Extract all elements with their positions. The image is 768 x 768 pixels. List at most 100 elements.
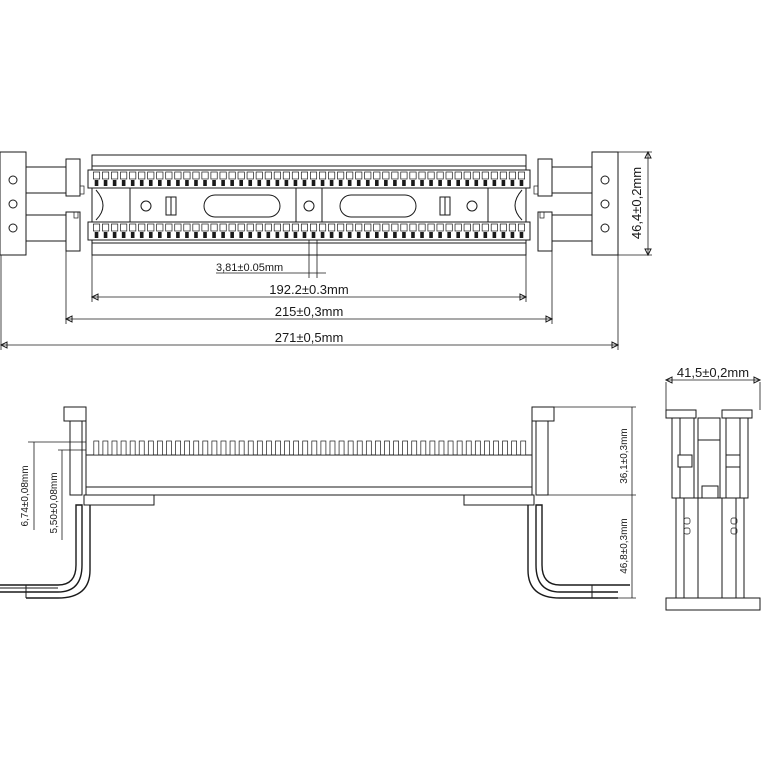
contact-terminal xyxy=(481,171,489,180)
contact-terminal xyxy=(364,223,372,232)
contact-slot xyxy=(148,232,153,238)
label-slot-right xyxy=(339,194,417,218)
contact-terminal xyxy=(147,223,155,232)
front-contact-pin xyxy=(138,440,145,456)
contact-terminal xyxy=(138,171,146,180)
contact-terminal xyxy=(147,171,155,180)
contact-terminal xyxy=(120,223,128,232)
front-contact-row xyxy=(93,440,527,456)
contact-slot xyxy=(365,232,370,238)
contact-terminal xyxy=(129,223,137,232)
contact-slot xyxy=(130,180,135,186)
lower-height-dimension: 46,8±0,3mm xyxy=(619,518,630,574)
contact-slot xyxy=(94,180,99,186)
contact-terminal xyxy=(346,223,354,232)
contact-slot xyxy=(103,180,108,186)
contact-row-bottom xyxy=(93,223,525,238)
contact-terminal xyxy=(201,171,209,180)
contact-terminal xyxy=(102,223,110,232)
contact-slot xyxy=(338,232,343,238)
contact-slot xyxy=(112,232,117,238)
contact-slot xyxy=(347,232,352,238)
right-bracket-hole-2 xyxy=(600,199,610,209)
left-bracket-plate xyxy=(0,151,27,256)
contact-slot xyxy=(194,232,198,238)
contact-terminal xyxy=(264,223,272,232)
contact-terminal xyxy=(291,223,299,232)
upper-height-dimension: 36,1±0,3mm xyxy=(619,428,630,484)
contact-terminal xyxy=(120,171,128,180)
offset-b-dimension: 5,50±0,08mm xyxy=(49,472,60,533)
contact-slot xyxy=(257,232,262,238)
side-view: 41,5±0,2mm xyxy=(664,365,762,611)
contact-slot xyxy=(248,232,253,238)
contact-slot xyxy=(121,232,126,238)
contact-terminal xyxy=(282,171,290,180)
contact-terminal xyxy=(210,171,218,180)
front-contact-pin xyxy=(302,440,309,456)
contact-slot xyxy=(176,232,180,238)
contact-slot xyxy=(284,232,289,238)
contact-terminal xyxy=(264,171,272,180)
contact-slot xyxy=(94,232,99,238)
contact-terminal xyxy=(210,223,218,232)
contact-terminal xyxy=(445,171,453,180)
contact-slot xyxy=(239,180,243,186)
contact-slot xyxy=(402,232,406,238)
contact-terminal xyxy=(346,171,354,180)
contact-terminal xyxy=(237,223,245,232)
front-contact-pin xyxy=(520,440,527,456)
contact-terminal xyxy=(463,223,471,232)
contact-slot xyxy=(311,232,316,238)
contact-slot xyxy=(185,180,189,186)
top-view: 3,81±0.05mm 192.2±0.3mm 215±0,3mm 271±0,… xyxy=(0,150,652,350)
front-contact-pin xyxy=(211,440,218,456)
top-height-dimension: 46,4±0,2mm xyxy=(629,167,644,239)
contact-terminal xyxy=(246,171,254,180)
contact-terminal xyxy=(454,171,462,180)
right-rail-block-bottom xyxy=(537,211,553,252)
mount-hole-left xyxy=(140,200,152,212)
contact-terminal xyxy=(183,171,191,180)
contact-slot xyxy=(429,232,433,238)
contact-slot xyxy=(203,180,207,186)
mount-span-dimension: 215±0,3mm xyxy=(275,304,344,319)
contact-slot xyxy=(465,180,470,186)
front-contact-pin xyxy=(275,440,281,456)
left-foot-bracket xyxy=(0,504,83,593)
contact-slot xyxy=(139,232,144,238)
front-contact-pin xyxy=(484,440,490,456)
contact-slot xyxy=(203,232,207,238)
contact-terminal xyxy=(300,223,308,232)
contact-slot xyxy=(411,232,415,238)
pitch-dimension: 3,81±0.05mm xyxy=(216,262,283,274)
front-contact-pin xyxy=(384,440,390,456)
contact-slot xyxy=(112,180,117,186)
contact-terminal xyxy=(499,223,507,232)
contact-terminal xyxy=(355,171,363,180)
front-contact-pin xyxy=(447,440,454,456)
contact-terminal xyxy=(310,223,318,232)
contact-slot xyxy=(411,180,415,186)
contact-terminal xyxy=(400,223,408,232)
contact-slot xyxy=(474,180,479,186)
contact-terminal xyxy=(427,171,435,180)
contact-slot xyxy=(221,232,225,238)
contact-terminal xyxy=(472,223,480,232)
contact-slot xyxy=(365,180,370,186)
contact-terminal xyxy=(382,171,390,180)
contact-terminal xyxy=(183,223,191,232)
contact-terminal xyxy=(364,171,372,180)
contact-slot xyxy=(420,180,424,186)
contact-terminal xyxy=(156,223,164,232)
right-rail-block-top xyxy=(537,158,553,197)
mount-hole-center xyxy=(303,200,315,212)
contact-slot xyxy=(510,232,515,238)
contact-slot xyxy=(356,180,361,186)
contact-terminal xyxy=(129,171,137,180)
front-contact-pin xyxy=(293,440,299,456)
contact-slot xyxy=(438,232,442,238)
front-contact-pin xyxy=(365,440,372,456)
contact-terminal xyxy=(310,171,318,180)
